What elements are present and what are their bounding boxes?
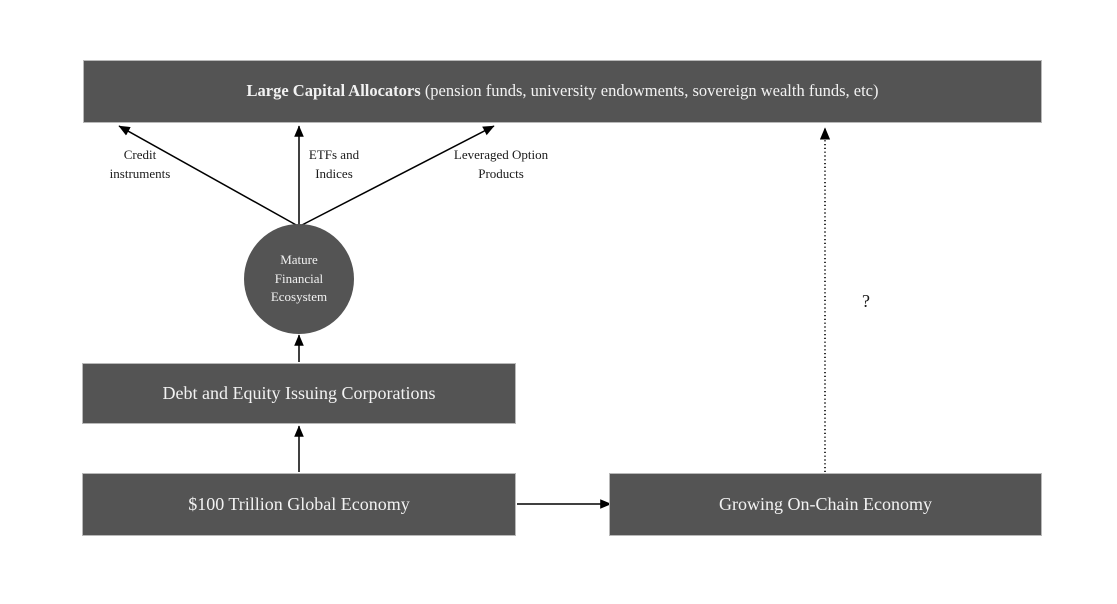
- edge-label-credit-instruments: Credit instruments: [109, 147, 171, 181]
- node-large-capital-allocators: Large Capital Allocators (pension funds,…: [83, 60, 1042, 123]
- ecosystem-line-1: Mature: [280, 251, 318, 267]
- allocators-detail: (pension funds, university endowments, s…: [420, 81, 879, 101]
- node-onchain-economy: Growing On-Chain Economy: [609, 473, 1042, 536]
- node-global-economy: $100 Trillion Global Economy: [82, 473, 516, 536]
- node-debt-equity-corporations: Debt and Equity Issuing Corporations: [82, 363, 516, 424]
- edge-label-etfs-indices: ETFs and Indices: [308, 147, 360, 181]
- ecosystem-line-3: Ecosystem: [270, 289, 328, 305]
- edge-label-question-mark: ?: [862, 291, 870, 311]
- ecosystem-line-2: Financial: [274, 270, 324, 286]
- node-label: Debt and Equity Issuing Corporations: [162, 383, 436, 404]
- node-label: $100 Trillion Global Economy: [188, 494, 410, 515]
- node-label: Large Capital Allocators (pension funds,…: [247, 81, 879, 102]
- edge-label-leveraged-options: Leveraged Option Products: [453, 147, 549, 181]
- node-mature-financial-ecosystem: Mature Financial Ecosystem: [244, 224, 354, 334]
- node-label: Growing On-Chain Economy: [719, 494, 932, 515]
- allocators-title: Large Capital Allocators: [246, 81, 421, 101]
